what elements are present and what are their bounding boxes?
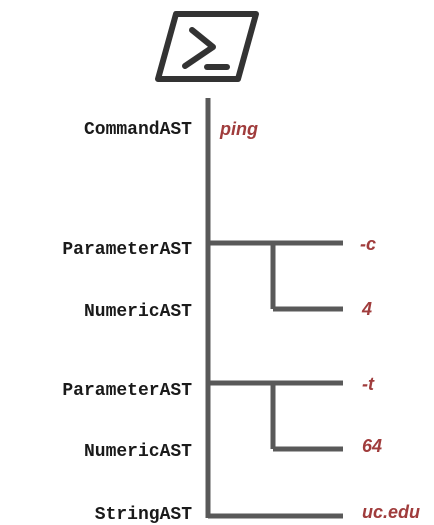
token-64: 64 [362, 436, 383, 456]
powershell-prompt-icon [155, 11, 259, 82]
token-uc-edu: uc.edu [362, 502, 421, 522]
tree-lines [205, 98, 343, 519]
ast-label-parameter-c: ParameterAST [62, 240, 192, 260]
ast-label-numeric-64: NumericAST [83, 442, 192, 462]
ast-label-numeric-4: NumericAST [83, 302, 192, 322]
token-c-flag: -c [360, 234, 377, 254]
ast-label-parameter-t: ParameterAST [62, 381, 192, 401]
token-4: 4 [362, 299, 373, 319]
token-ping: ping [220, 119, 258, 139]
ast-label-command: CommandAST [83, 120, 192, 140]
ast-label-string: StringAST [94, 505, 192, 525]
token-t-flag: -t [362, 374, 374, 394]
